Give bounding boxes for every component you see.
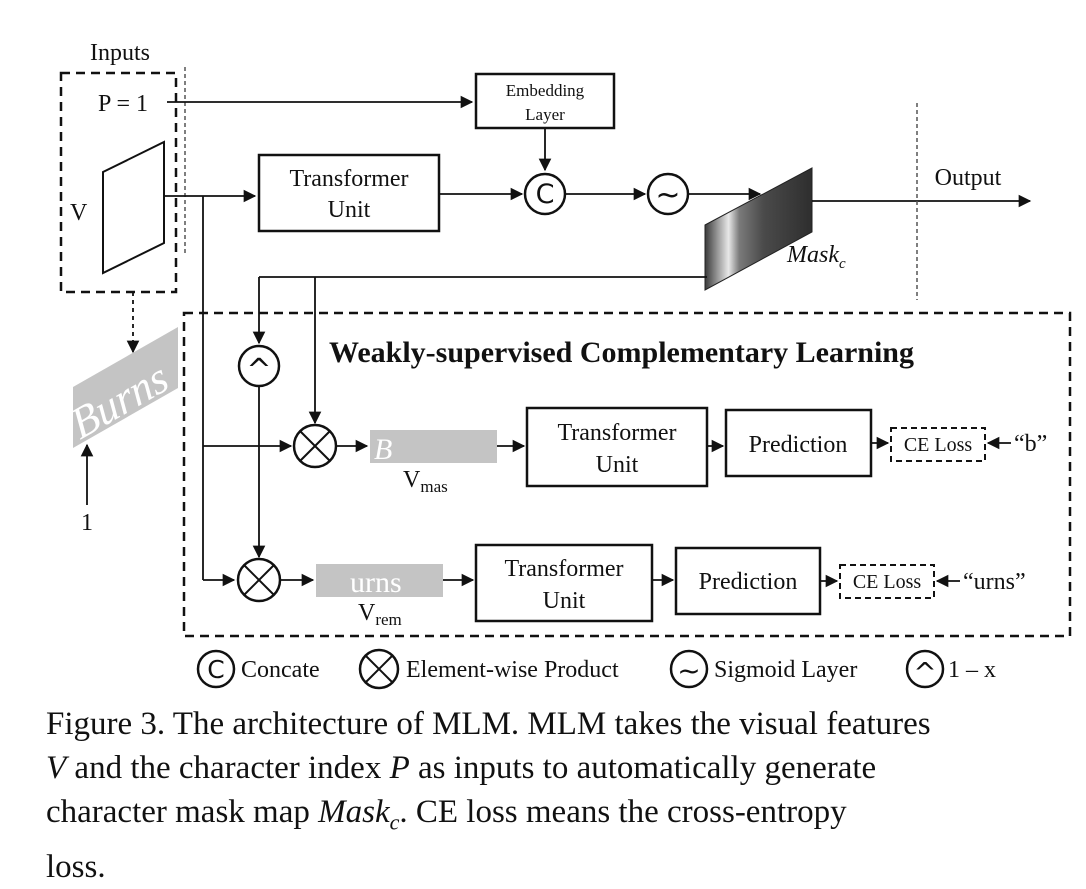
transformer-unit-mid-box <box>525 406 709 488</box>
legend-sigmoid-symbol: ~ <box>677 654 700 687</box>
visual-feature-plane <box>102 140 165 275</box>
legend-product-cross-b <box>365 655 393 683</box>
concat-operator-symbol: C <box>536 179 555 210</box>
caption-mask-symbol: Maskc <box>318 794 400 835</box>
v-input-label: V <box>70 200 88 226</box>
transformer-unit-top-label-2: Unit <box>328 197 371 223</box>
embedding-layer-label-2: Layer <box>525 105 565 124</box>
transformer-unit-top-box <box>257 153 441 233</box>
target-b-label: “b” <box>1014 431 1047 457</box>
ce-loss-top-label: CE Loss <box>904 434 973 456</box>
v-mas-masked-char: B <box>374 433 392 466</box>
transformer-unit-bottom-label-2: Unit <box>543 588 586 614</box>
wscl-dashed-region <box>182 311 1072 638</box>
legend-concat-symbol: C <box>207 655 224 684</box>
legend-one-minus-icon <box>905 649 945 689</box>
one-minus-operator-symbol: ^ <box>246 353 271 388</box>
legend-sigmoid-icon <box>669 649 709 689</box>
v-mas-feature-image <box>370 430 497 463</box>
caption-v-symbol: V <box>46 750 67 786</box>
prediction-top-label: Prediction <box>749 432 848 458</box>
legend-one-minus-label: 1 – x <box>948 657 996 683</box>
transformer-unit-top-label-1: Transformer <box>289 166 408 192</box>
ce-loss-top-box <box>890 427 986 462</box>
character-mask-map-image <box>704 167 813 291</box>
sigmoid-operator-symbol: ~ <box>655 178 680 213</box>
prediction-top-box <box>724 408 873 478</box>
caption-line-2: V and the character index P as inputs to… <box>46 750 877 786</box>
target-urns-label: “urns” <box>963 569 1026 595</box>
p-input-label: P = 1 <box>98 91 148 117</box>
legend-concat-label: Concate <box>241 657 320 683</box>
product-top-cross-b <box>299 430 331 462</box>
transformer-unit-bottom-box <box>474 543 654 623</box>
prediction-bottom-box <box>674 546 822 616</box>
transformer-unit-mid-label-2: Unit <box>596 452 639 478</box>
transformer-unit-mid-label-1: Transformer <box>557 420 676 446</box>
legend-concat-icon <box>196 649 236 689</box>
v-mas-label: Vmas <box>403 467 448 496</box>
inputs-dashed-box <box>59 71 178 294</box>
product-bottom-cross-b <box>243 564 275 596</box>
inputs-title: Inputs <box>90 40 150 66</box>
v-rem-chars: urns <box>350 566 402 599</box>
caption-line-1: Figure 3. The architecture of MLM. MLM t… <box>46 706 931 742</box>
wscl-title: Weakly-supervised Complementary Learning <box>329 336 914 369</box>
embedding-layer-label-1: Embedding <box>506 81 585 100</box>
mask-label: Maskc <box>786 242 846 272</box>
output-label: Output <box>935 165 1002 191</box>
legend-sigmoid-label: Sigmoid Layer <box>714 657 857 683</box>
mlm-architecture-diagram: Inputs P = 1 V Embedding Layer Transform… <box>59 40 1072 690</box>
burns-word-image <box>73 327 178 448</box>
caption-p-symbol: P <box>389 750 410 786</box>
character-index-label: 1 <box>81 510 93 536</box>
ce-loss-bottom-box <box>839 564 935 599</box>
legend-one-minus-symbol: ^ <box>913 656 936 689</box>
v-rem-label: Vrem <box>358 600 402 629</box>
prediction-bottom-label: Prediction <box>699 569 798 595</box>
v-rem-feature-image <box>316 564 443 597</box>
ce-loss-bottom-label: CE Loss <box>853 571 922 593</box>
transformer-unit-bottom-label-1: Transformer <box>504 556 623 582</box>
caption-line-3: character mask map Maskc. CE loss means … <box>46 794 847 835</box>
figure-caption: Figure 3. The architecture of MLM. MLM t… <box>46 702 1046 889</box>
embedding-layer-box <box>474 72 616 130</box>
legend-product-label: Element-wise Product <box>406 657 619 683</box>
caption-line-4: loss. <box>46 848 106 885</box>
